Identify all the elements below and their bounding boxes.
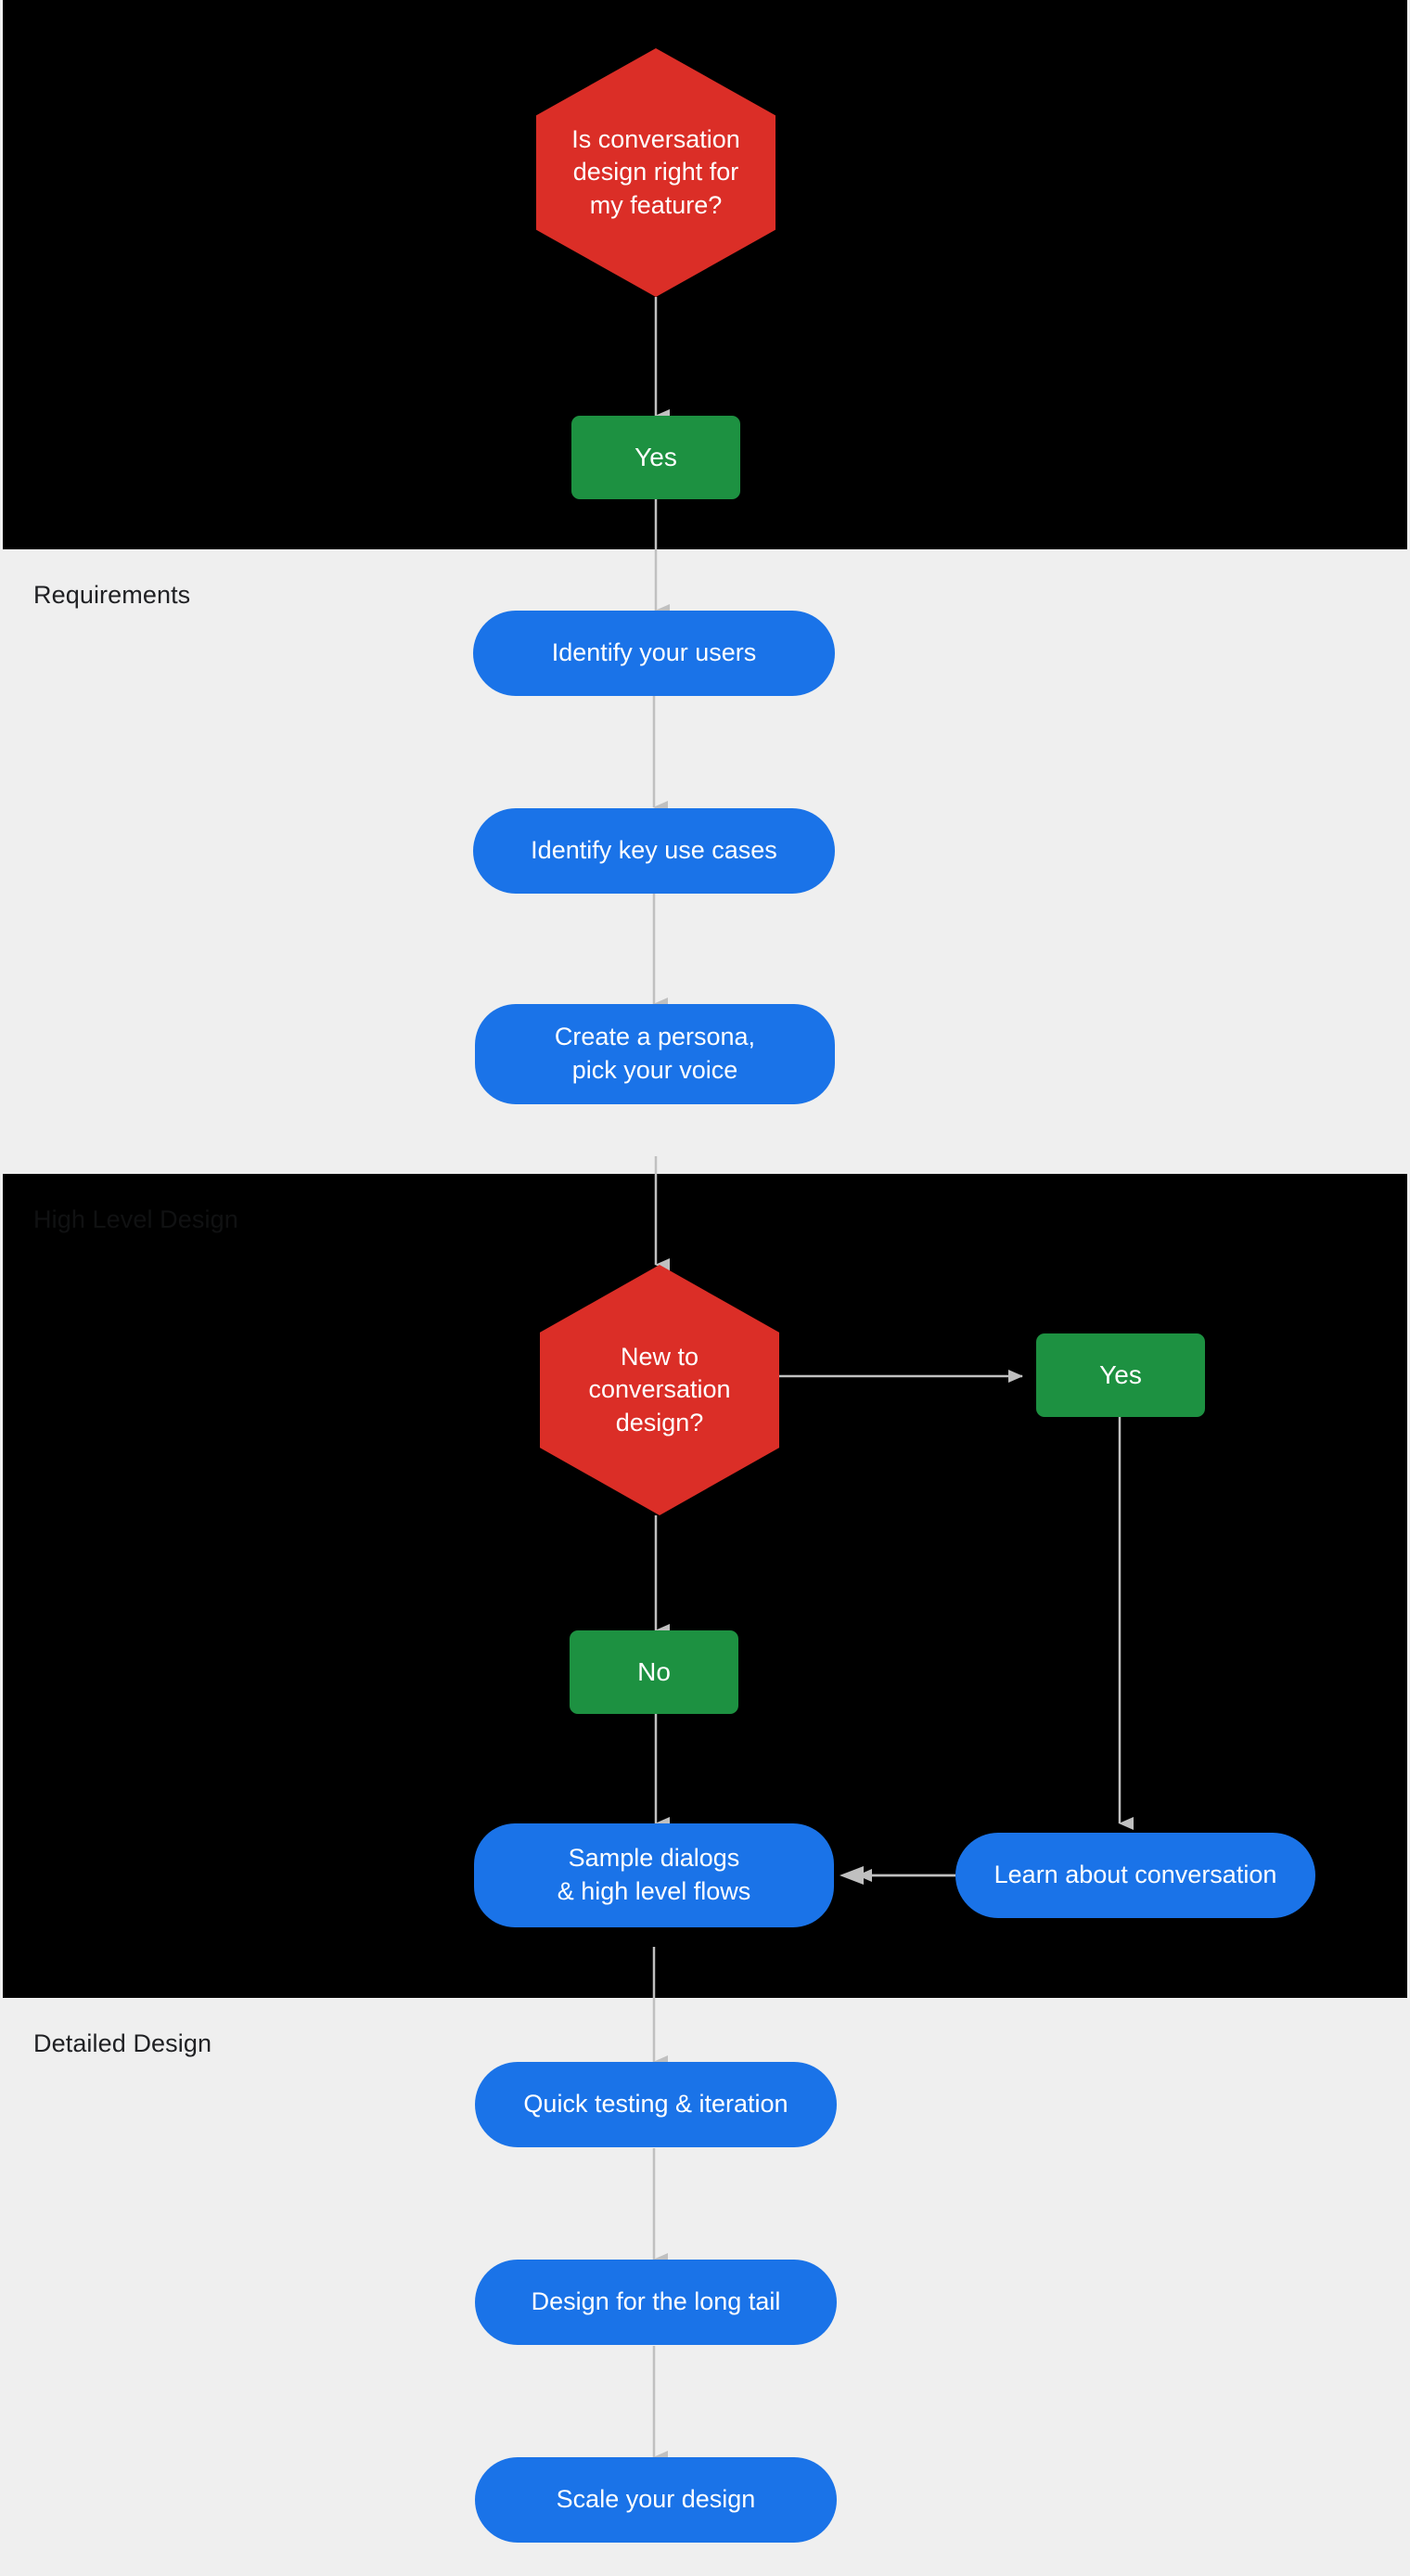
node-yes-1[interactable]: Yes (571, 416, 740, 499)
node-yes-1-label: Yes (634, 442, 677, 471)
node-quick-testing-iteration[interactable]: Quick testing & iteration (475, 2062, 837, 2147)
node-decision-2-line3: design? (615, 1408, 704, 1436)
node-quick-testing-iteration-label: Quick testing & iteration (523, 2090, 788, 2119)
node-scale-your-design[interactable]: Scale your design (475, 2457, 837, 2543)
node-decision-2-line1: New to (620, 1342, 699, 1371)
node-learn-about-conversation-label: Learn about conversation (993, 1861, 1277, 1889)
node-scale-your-design-label: Scale your design (556, 2485, 756, 2514)
node-sample-dialogs-high-level-flows[interactable]: Sample dialogs & high level flows (474, 1823, 834, 1927)
node-no-label: No (637, 1656, 671, 1686)
node-create-a-persona-line2: pick your voice (571, 1056, 738, 1084)
node-create-a-persona-line1: Create a persona, (554, 1023, 756, 1051)
node-decision-1-line2: design right for (572, 158, 739, 187)
node-sample-dialogs-text: Sample dialogs & high level flows (558, 1842, 751, 1908)
band-label-high-level-design: High Level Design (33, 1205, 238, 1233)
node-yes-2[interactable]: Yes (1036, 1333, 1205, 1417)
node-decision-2-text: New to conversation design? (588, 1341, 730, 1440)
node-learn-about-conversation[interactable]: Learn about conversation (955, 1833, 1315, 1918)
node-sample-dialogs-line2: & high level flows (557, 1877, 751, 1905)
band-label-detailed-design: Detailed Design (33, 2029, 212, 2057)
node-yes-2-label: Yes (1099, 1359, 1142, 1389)
band-label-requirements: Requirements (33, 581, 191, 609)
node-identify-key-use-cases-label: Identify key use cases (531, 836, 777, 865)
node-create-a-persona-text: Create a persona, pick your voice (555, 1021, 755, 1087)
node-identify-your-users[interactable]: Identify your users (473, 611, 835, 696)
node-identify-key-use-cases[interactable]: Identify key use cases (473, 808, 835, 894)
node-decision-2-line2: conversation (588, 1375, 731, 1404)
node-no[interactable]: No (570, 1630, 738, 1714)
node-identify-your-users-label: Identify your users (551, 638, 757, 667)
node-create-a-persona[interactable]: Create a persona, pick your voice (475, 1004, 835, 1104)
node-design-for-the-long-tail-label: Design for the long tail (531, 2287, 781, 2316)
node-decision-1-text: Is conversation design right for my feat… (571, 123, 740, 223)
node-decision-1-line1: Is conversation (571, 124, 740, 153)
node-decision-1-line3: my feature? (589, 190, 723, 219)
node-sample-dialogs-line1: Sample dialogs (568, 1844, 740, 1873)
node-design-for-the-long-tail[interactable]: Design for the long tail (475, 2260, 837, 2345)
